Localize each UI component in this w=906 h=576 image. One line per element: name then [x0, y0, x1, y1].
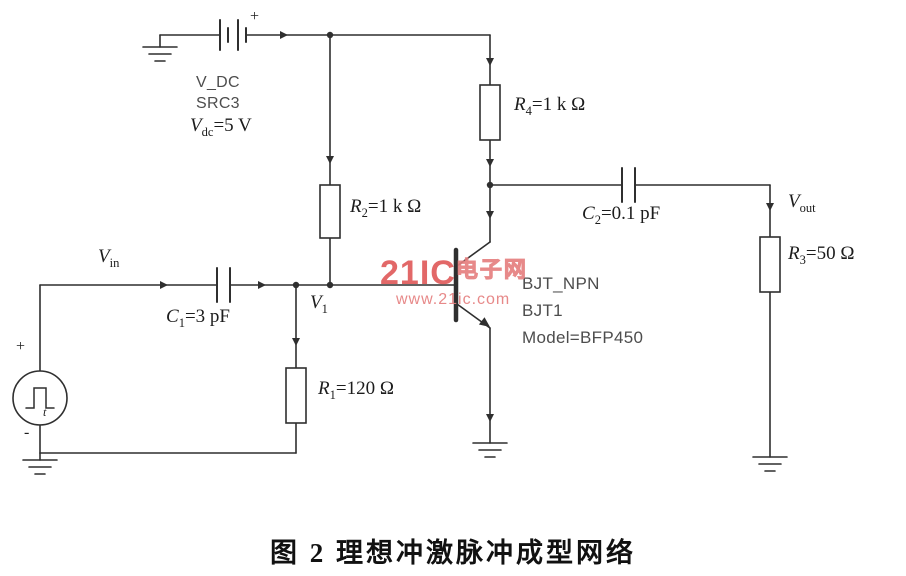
- dc-source-ref: SRC3: [196, 95, 240, 112]
- emitter-arrow-icon: [478, 317, 490, 327]
- r3-label: R3=50 Ω: [788, 243, 855, 267]
- ground-icon: [752, 456, 788, 472]
- bjt-ref-label: BJT1: [522, 301, 563, 320]
- pulse-minus-sign: -: [24, 424, 30, 441]
- watermark-brand: 21IC: [380, 254, 456, 292]
- pulse-plus-sign: +: [16, 338, 26, 355]
- dc-source-value: Vdc=5 V: [190, 115, 252, 139]
- capacitor-c2-symbol: [621, 167, 636, 203]
- ground-icon: [22, 452, 58, 475]
- battery-plus-sign: +: [250, 8, 260, 25]
- v1-label: V1: [310, 292, 328, 316]
- battery-icon: [219, 19, 247, 51]
- r2-label: R2=1 k Ω: [350, 196, 422, 220]
- bjt-model-label: Model=BFP450: [522, 328, 644, 347]
- vout-label: Vout: [788, 191, 816, 215]
- dc-source-name: V_DC: [196, 74, 240, 91]
- r4-label: R4=1 k Ω: [514, 94, 586, 118]
- figure-caption: 图 2 理想冲激脉冲成型网络: [270, 538, 636, 568]
- resistor-r1-symbol: [285, 367, 307, 424]
- watermark-brand-line: 21IC电子网: [380, 254, 528, 292]
- watermark: 21IC电子网 www.21ic.com: [380, 254, 528, 308]
- r1-label: R1=120 Ω: [318, 378, 394, 402]
- c2-label: C2=0.1 pF: [582, 203, 661, 227]
- pulse-time-label: t: [43, 405, 47, 419]
- ground-icon: [142, 34, 178, 62]
- vin-label: Vin: [98, 246, 120, 270]
- resistor-r4-symbol: [479, 84, 501, 141]
- c1-label: C1=3 pF: [166, 306, 230, 330]
- ground-icon: [472, 442, 508, 458]
- wire-arrow: [160, 31, 774, 422]
- watermark-brand-suffix: 电子网: [455, 257, 528, 282]
- resistor-r2-symbol: [319, 184, 341, 239]
- pulse-source-icon: [12, 284, 68, 454]
- watermark-url: www.21ic.com: [396, 290, 511, 308]
- bjt-type-label: BJT_NPN: [522, 274, 600, 293]
- resistor-r3-symbol: [759, 236, 781, 293]
- capacitor-c1-symbol: [216, 267, 231, 303]
- junction-dot: [292, 31, 494, 289]
